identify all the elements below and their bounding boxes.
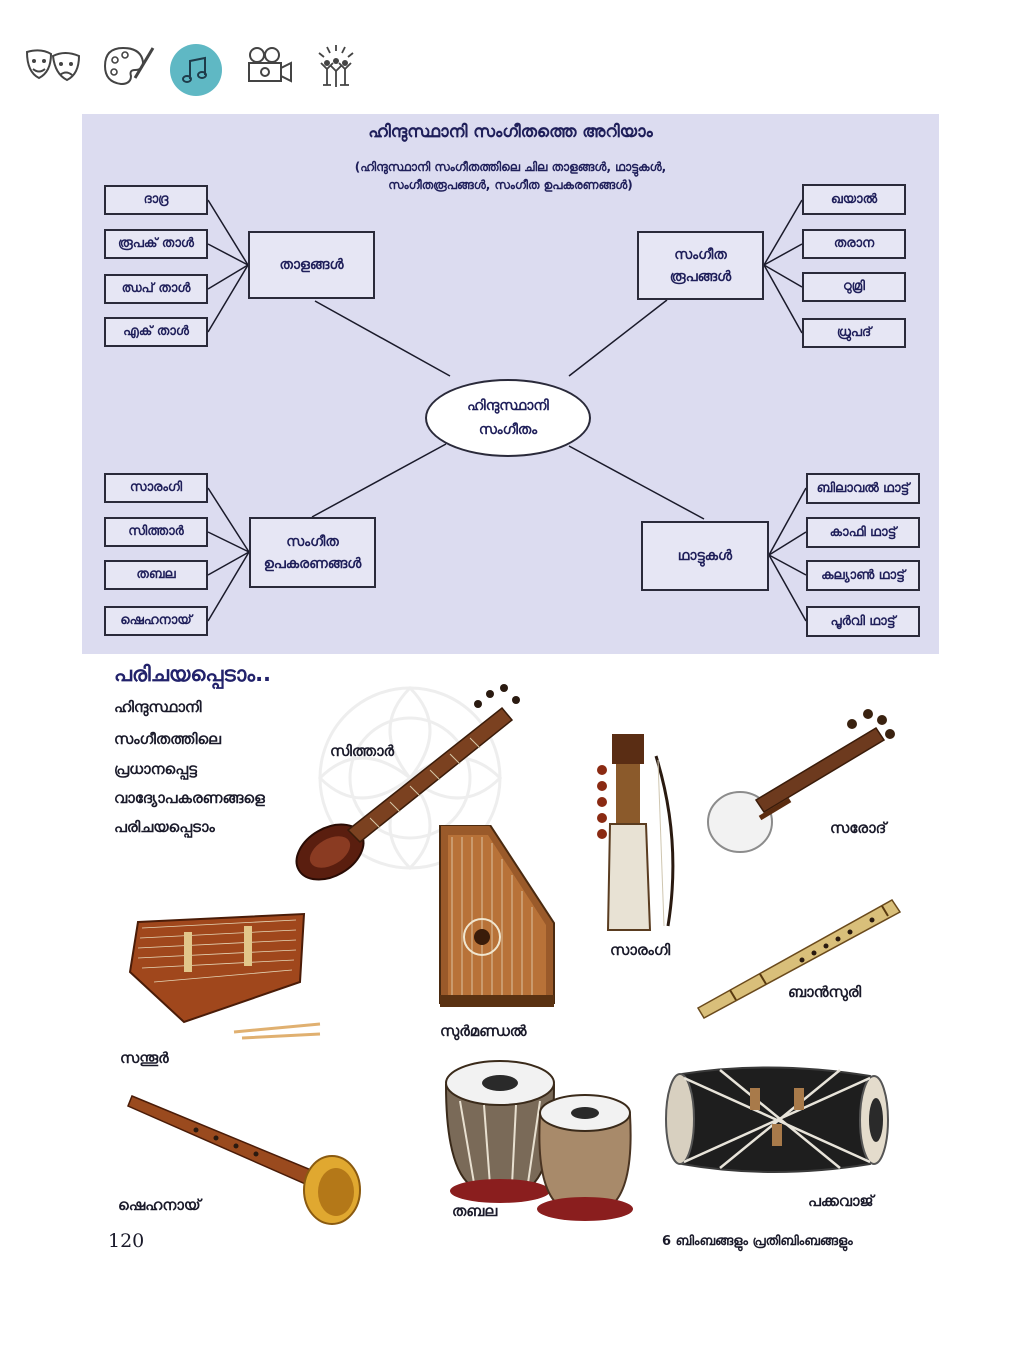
instruments-node: സംഗീത ഉപകരണങ്ങൾ bbox=[249, 517, 376, 588]
hindustani-music-center-node: ഹിന്ദുസ്ഥാനി സംഗീതം bbox=[425, 379, 591, 457]
form-item: തരാന bbox=[802, 229, 906, 259]
page-number: 120 bbox=[108, 1230, 145, 1252]
tabla-image bbox=[444, 1060, 633, 1221]
pakhawaj-label: പക്കവാജ് bbox=[808, 1192, 874, 1210]
pakhawaj-image bbox=[665, 1066, 889, 1173]
thaat-item: കല്യാൺ ഥാട്ട് bbox=[806, 560, 920, 591]
music-notes-icon[interactable] bbox=[170, 44, 222, 96]
santoor-image bbox=[128, 912, 321, 1040]
drama-masks-icon[interactable] bbox=[22, 38, 84, 94]
intro-line: വാദ്യോപകരണങ്ങളെ bbox=[114, 789, 265, 807]
film-camera-icon[interactable] bbox=[244, 38, 296, 94]
mind-map-panel: ഹിന്ദുസ്ഥാനി സംഗീതത്തെ അറിയാം (ഹിന്ദുസ്ഥ… bbox=[82, 114, 939, 654]
instrument-item: സിത്താർ bbox=[104, 517, 208, 547]
tala-item: ഝപ് താൾ bbox=[104, 274, 208, 304]
form-item: ഠുമ്രി bbox=[802, 272, 906, 302]
mind-map-title: ഹിന്ദുസ്ഥാനി സംഗീതത്തെ അറിയാം bbox=[368, 122, 653, 142]
sarangi-label: സാരംഗി bbox=[610, 941, 671, 959]
form-item: ധ്രുപദ് bbox=[802, 318, 906, 348]
bansuri-image bbox=[696, 899, 902, 1020]
sarod-image bbox=[707, 709, 895, 853]
instrument-item: സാരംഗി bbox=[104, 473, 208, 503]
instrument-item: ഷെഹനായ് bbox=[104, 606, 208, 636]
sarod-label: സരോദ് bbox=[830, 819, 887, 837]
intro-line: പരിചയപ്പെടാം bbox=[114, 818, 215, 836]
background-ornament bbox=[317, 685, 503, 871]
dance-icon[interactable] bbox=[306, 38, 366, 94]
intro-line: ഹിന്ദുസ്ഥാനി bbox=[114, 698, 202, 716]
tala-item: രൂപക് താൾ bbox=[104, 229, 208, 259]
thaat-item: പൂർവി ഥാട്ട് bbox=[806, 606, 920, 637]
form-item: ഖയാൽ bbox=[802, 184, 906, 215]
intro-title: പരിചയപ്പെടാം.. bbox=[114, 662, 272, 686]
sitar-label: സിത്താർ bbox=[330, 742, 395, 760]
santoor-label: സന്തൂർ bbox=[120, 1049, 169, 1067]
sarangi-image bbox=[597, 734, 675, 931]
mind-map-subtitle: (ഹിന്ദുസ്ഥാനി സംഗീതത്തിലെ ചില താളങ്ങൾ, ഥ… bbox=[354, 160, 667, 192]
tabla-label: തബല bbox=[452, 1202, 498, 1220]
intro-line: സംഗീതത്തിലെ bbox=[114, 730, 221, 748]
surmandal-image bbox=[439, 825, 555, 1007]
shehnai-image bbox=[127, 1095, 361, 1225]
sitar-image bbox=[295, 684, 520, 881]
shehnai-label: ഷെഹനായ് bbox=[118, 1196, 201, 1214]
talas-node: താളങ്ങൾ bbox=[248, 231, 375, 299]
tala-item: ദാദ്ര bbox=[104, 185, 208, 215]
chapter-title: 6 ബിംബങ്ങളും പ്രതിബിംബങ്ങളും bbox=[662, 1234, 853, 1249]
bansuri-label: ബാൻസുരി bbox=[788, 983, 862, 1001]
instrument-item: തബല bbox=[104, 560, 208, 590]
intro-line: പ്രധാനപ്പെട്ട bbox=[114, 760, 197, 778]
mind-map-connectors bbox=[207, 199, 807, 622]
palette-brush-icon[interactable] bbox=[100, 38, 158, 94]
tala-item: എക് താൾ bbox=[104, 317, 208, 347]
thaat-item: കാഫി ഥാട്ട് bbox=[806, 517, 920, 548]
forms-node: സംഗീത രൂപങ്ങൾ bbox=[637, 231, 764, 300]
thaats-node: ഥാട്ടുകൾ bbox=[641, 521, 769, 591]
surmandal-label: സുർമണ്ഡൽ bbox=[440, 1022, 527, 1040]
thaat-item: ബിലാവൽ ഥാട്ട് bbox=[806, 473, 920, 504]
